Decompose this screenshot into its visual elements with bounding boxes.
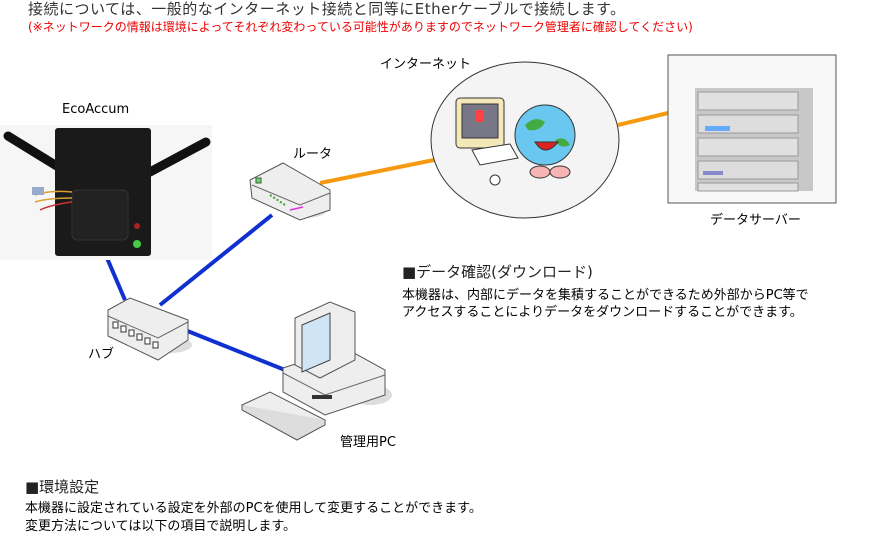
intro-text: 接続については、一般的なインターネット接続と同等にEtherケーブルで接続します… [28, 0, 626, 18]
hub-icon [107, 297, 192, 361]
cable-hub-pc [184, 328, 286, 372]
cable-hub-router [158, 213, 274, 307]
download-text-line-1: 本機器は、内部にデータを集積することができるため外部からPC等で [402, 288, 809, 303]
settings-text-line-1: 本機器に設定されている設定を外部のPCを使用して変更することができます。 [25, 501, 482, 516]
network-note: (※ネットワークの情報は環境によってそれぞれ変わっている可能性がありますのでネッ… [28, 20, 693, 34]
ecoaccum-label: EcoAccum [62, 102, 130, 117]
download-heading: ■データ確認(ダウンロード) [402, 263, 593, 281]
cable-device-hub [105, 257, 127, 301]
internet-cloud [430, 61, 620, 219]
ecoaccum-device-image [0, 125, 212, 260]
management-pc-icon [240, 301, 392, 441]
management-pc-label: 管理用PC [340, 435, 396, 450]
hub-label: ハブ [88, 347, 115, 362]
cable-internet-server [617, 111, 669, 127]
router-icon [249, 162, 331, 221]
data-server-image [667, 54, 837, 204]
internet-label: インターネット [380, 57, 472, 72]
settings-heading: ■環境設定 [25, 478, 100, 496]
cable-router-internet [319, 158, 435, 185]
download-text-line-2: アクセスすることによりデータをダウンロードすることができます。 [402, 305, 803, 320]
data-server-label: データサーバー [710, 213, 801, 228]
settings-text-line-2: 変更方法については以下の項目で説明します。 [25, 519, 297, 534]
router-label: ルータ [293, 147, 333, 162]
